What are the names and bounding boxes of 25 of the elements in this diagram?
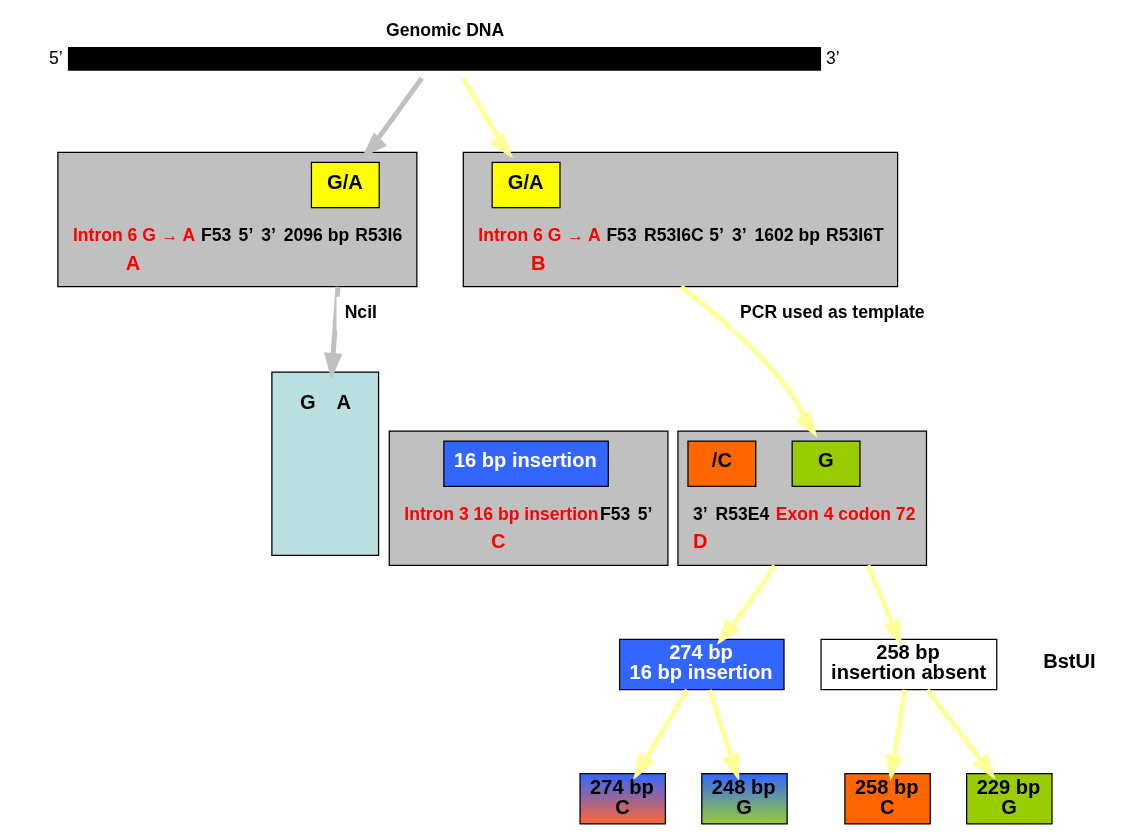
node-label: R53I6 (354, 225, 402, 246)
node-label: Genomic DNA (385, 19, 504, 40)
node-label: 2096 bp (283, 225, 349, 246)
node-label: 3’ (731, 225, 747, 246)
edge-label: PCR used as template (739, 301, 925, 322)
node-label: F53 (605, 225, 637, 246)
node-label: 5’ (637, 503, 652, 524)
node-label: R53I6C (643, 225, 704, 246)
node-label: 3’ (692, 503, 708, 524)
node-label: 5’ (708, 225, 724, 246)
node-label: 3’ (825, 47, 840, 68)
node-label: R53E4 (715, 503, 769, 524)
node-label: Intron 3 16 bp insertion (403, 503, 598, 524)
node-label: Intron 6 G → A (72, 225, 195, 246)
node-label: R53I6T (825, 225, 884, 246)
node-label: Exon 4 codon 72 (775, 503, 915, 524)
node-label: 5’ (48, 47, 63, 68)
node-label: F53 (599, 503, 630, 524)
node-label: 5’ (238, 225, 253, 246)
edge-label: NciI (344, 301, 377, 322)
node-label: F53 (200, 225, 231, 246)
node-label: 1602 bp (754, 225, 820, 246)
label: BstUI (1042, 650, 1096, 673)
node-label: 3’ (260, 225, 276, 246)
node-label: Intron 6 G → A (477, 225, 601, 246)
